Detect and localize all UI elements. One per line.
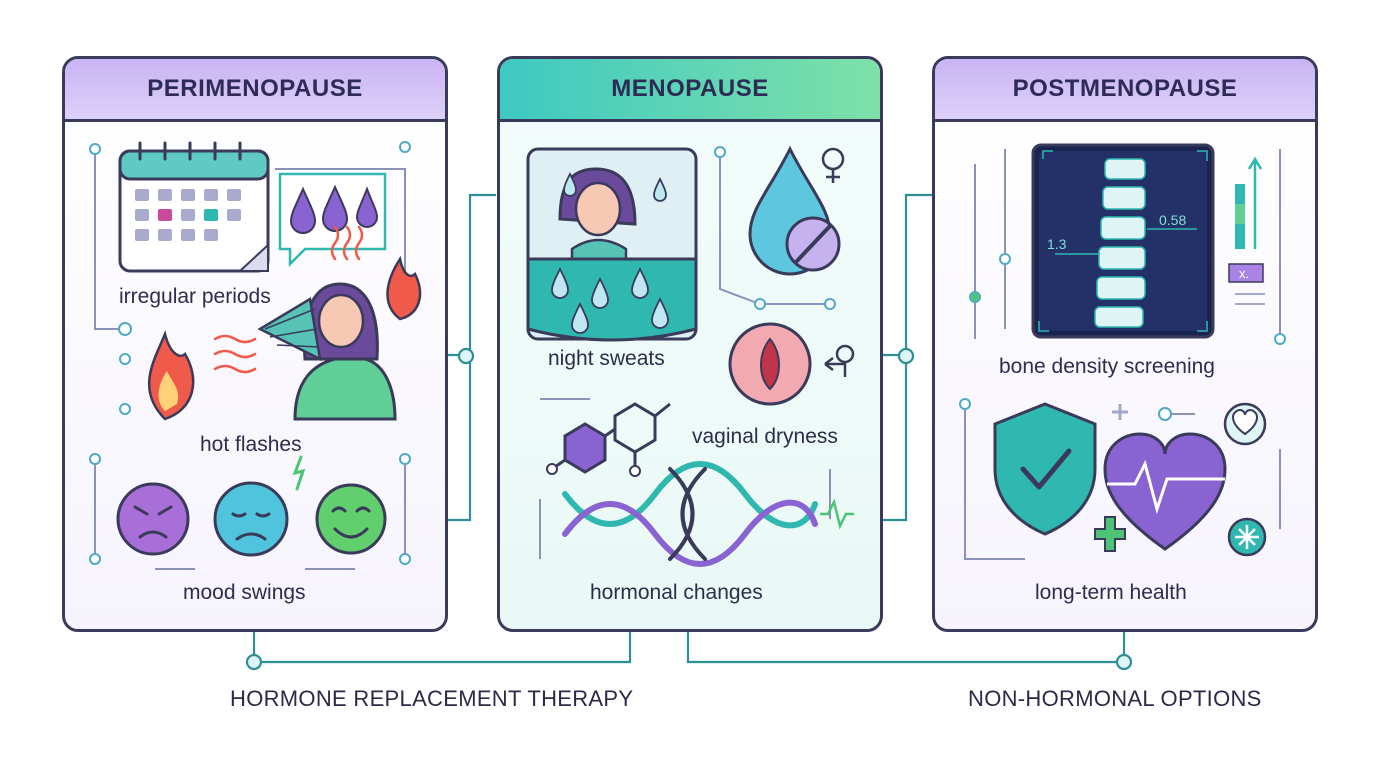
calendar-icon — [118, 141, 270, 273]
connector-node — [245, 653, 263, 671]
symptom-label: hormonal changes — [590, 581, 763, 604]
medical-badge-icon — [1227, 517, 1267, 557]
symptom-label: mood swings — [183, 581, 306, 604]
drop-icon — [289, 184, 379, 234]
molecule-icon — [551, 402, 671, 474]
symptom-label: night sweats — [548, 347, 665, 370]
heart-icon — [1103, 432, 1227, 551]
bone-scan-icon: 1.3 0.58 — [1031, 143, 1215, 339]
angry-face-icon — [116, 482, 190, 556]
shield-icon — [993, 402, 1097, 536]
plus-icon — [1094, 516, 1126, 552]
female-symbol-icon — [821, 147, 845, 183]
connector-node — [1115, 653, 1133, 671]
scan-readout: 1.3 — [1047, 236, 1067, 252]
scan-readout: 0.58 — [1159, 212, 1186, 228]
symptom-label: bone density screening — [999, 355, 1215, 378]
symptom-label: irregular periods — [119, 285, 271, 308]
perimenopause-illustrations — [89, 141, 422, 570]
connector-node — [457, 347, 475, 365]
panel-title: PERIMENOPAUSE — [65, 59, 445, 122]
treatment-label-hrt: HORMONE REPLACEMENT THERAPY — [230, 686, 634, 711]
dryness-drop-icon — [748, 145, 841, 276]
panel-title: POSTMENOPAUSE — [935, 59, 1315, 122]
connector-node — [897, 347, 915, 365]
panel-menopause: MENOPAUSE — [497, 56, 883, 632]
menopause-illustrations — [526, 145, 855, 567]
bed-illustration — [526, 147, 698, 342]
scan-readout: x. — [1239, 266, 1249, 281]
symptom-label: long-term health — [1035, 581, 1187, 604]
heart-badge-icon — [1223, 402, 1267, 446]
symptom-label: vaginal dryness — [692, 425, 838, 448]
level-bar-icon — [1235, 156, 1263, 249]
dna-icon — [562, 461, 818, 567]
happy-face-icon — [315, 483, 387, 555]
panel-perimenopause: PERIMENOPAUSE — [62, 56, 448, 632]
panel-title: MENOPAUSE — [500, 59, 880, 122]
sad-face-icon — [213, 481, 289, 557]
woman-fan-illustration — [257, 282, 397, 421]
symptom-label: hot flashes — [200, 433, 302, 456]
postmenopause-illustrations: 1.3 0.58 x. — [959, 143, 1286, 560]
treatment-label-non-hormonal: NON-HORMONAL OPTIONS — [968, 686, 1262, 711]
panel-postmenopause: POSTMENOPAUSE 1.3 0.58 — [932, 56, 1318, 632]
anatomy-icon — [728, 322, 855, 406]
